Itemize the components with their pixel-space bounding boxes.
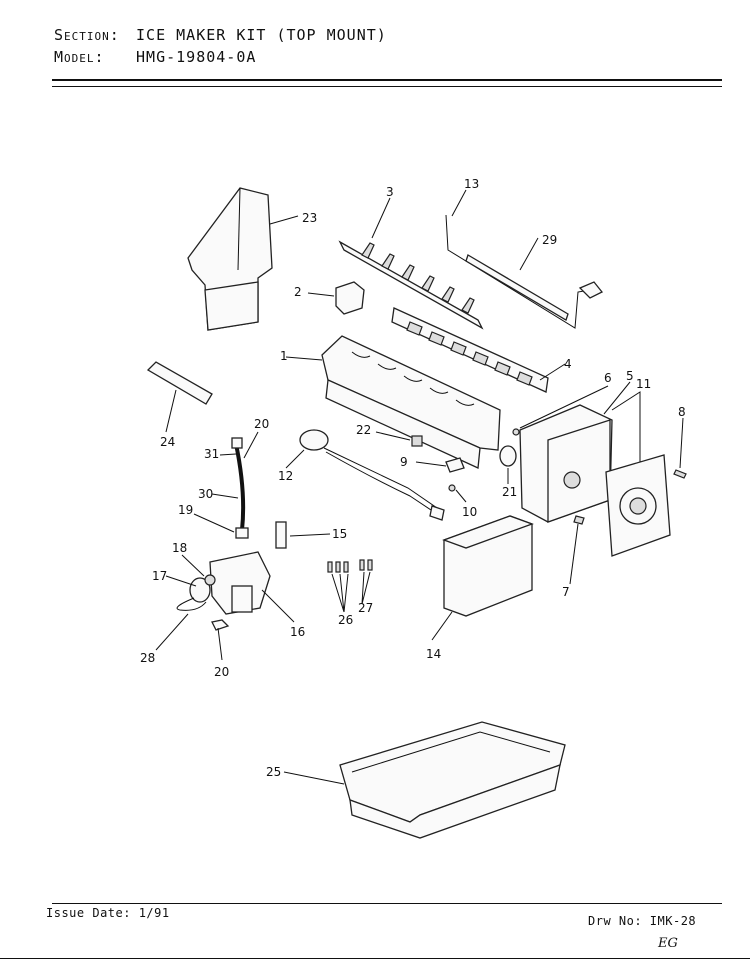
part-18-nut — [204, 574, 216, 586]
model-value: HMG-19804-0A — [136, 48, 257, 66]
part-11-cover — [605, 454, 671, 557]
callout-16: 16 — [290, 625, 305, 639]
part-3-ejector — [338, 240, 484, 330]
callout-18: 18 — [172, 541, 187, 555]
part-26-27-screws — [327, 559, 373, 573]
callout-8: 8 — [678, 405, 686, 419]
part-4-stripper — [391, 307, 549, 393]
part-10-screw — [448, 484, 456, 492]
callout-29: 29 — [542, 233, 557, 247]
callout-24: 24 — [160, 435, 175, 449]
part-29-strip — [465, 254, 569, 321]
part-12-harness — [299, 429, 445, 521]
part-24-fill-tube — [146, 361, 213, 405]
callout-25: 25 — [266, 765, 281, 779]
part-2-bracket — [335, 281, 365, 315]
part-14-box — [442, 515, 534, 617]
model-line: Model: HMG-19804-0A — [54, 48, 256, 66]
callout-11: 11 — [636, 377, 651, 391]
leader-lines — [155, 189, 684, 785]
callout-20-upper: 20 — [254, 417, 269, 431]
part-30-tube — [231, 437, 249, 539]
callout-15: 15 — [332, 527, 347, 541]
callout-12: 12 — [278, 469, 293, 483]
callout-30: 30 — [198, 487, 213, 501]
callout-21: 21 — [502, 485, 517, 499]
callout-22: 22 — [356, 423, 371, 437]
part-22-clip — [411, 435, 423, 447]
callout-7: 7 — [562, 585, 570, 599]
callout-2: 2 — [294, 285, 302, 299]
callout-3: 3 — [386, 185, 394, 199]
callout-13: 13 — [464, 177, 479, 191]
callout-19: 19 — [178, 503, 193, 517]
callout-5: 5 — [626, 369, 634, 383]
callout-4: 4 — [564, 357, 572, 371]
issue-date: Issue Date: 1/91 — [46, 906, 170, 920]
part-20-clamp — [211, 619, 230, 631]
part-21-gear — [499, 445, 517, 467]
callout-numbers: 1 2 3 4 5 6 7 8 9 10 11 12 13 14 15 16 1… — [140, 177, 686, 779]
section-value: ICE MAKER KIT (TOP MOUNT) — [136, 26, 387, 44]
part-9-retainer — [445, 457, 465, 473]
callout-17: 17 — [152, 569, 167, 583]
callout-31: 31 — [204, 447, 219, 461]
part-28-harness — [176, 597, 207, 611]
part-16-valve — [209, 551, 271, 615]
callout-14: 14 — [426, 647, 441, 661]
part-17-coil — [189, 577, 211, 603]
part-5-control-housing — [519, 404, 613, 523]
bottom-rule — [0, 958, 750, 959]
part-7-screw — [573, 515, 585, 525]
callout-26: 26 — [338, 613, 353, 627]
drawing-number: Drw No: IMK-28 — [588, 914, 697, 928]
part-1-mold — [321, 335, 501, 469]
callout-10: 10 — [462, 505, 477, 519]
model-label: Model: — [54, 48, 105, 66]
part-23-chute — [187, 187, 273, 331]
footer-rule — [52, 903, 722, 904]
section-line: Section: ICE MAKER KIT (TOP MOUNT) — [54, 26, 387, 44]
part-25-ice-bin — [339, 721, 566, 839]
header-rule-bottom — [52, 86, 722, 87]
part-8-pin — [673, 469, 687, 479]
header-rule-top — [52, 79, 722, 81]
callout-28: 28 — [140, 651, 155, 665]
callout-27: 27 — [358, 601, 373, 615]
callout-20-lower: 20 — [214, 665, 229, 679]
part-15-union — [275, 521, 287, 549]
part-13-bail-arm — [445, 214, 604, 329]
callout-23: 23 — [302, 211, 317, 225]
part-6-spring — [512, 428, 520, 436]
section-label: Section: — [54, 26, 120, 44]
callout-1: 1 — [280, 349, 288, 363]
initials-handwritten: EG — [658, 936, 678, 951]
callout-6: 6 — [604, 371, 612, 385]
callout-9: 9 — [400, 455, 408, 469]
